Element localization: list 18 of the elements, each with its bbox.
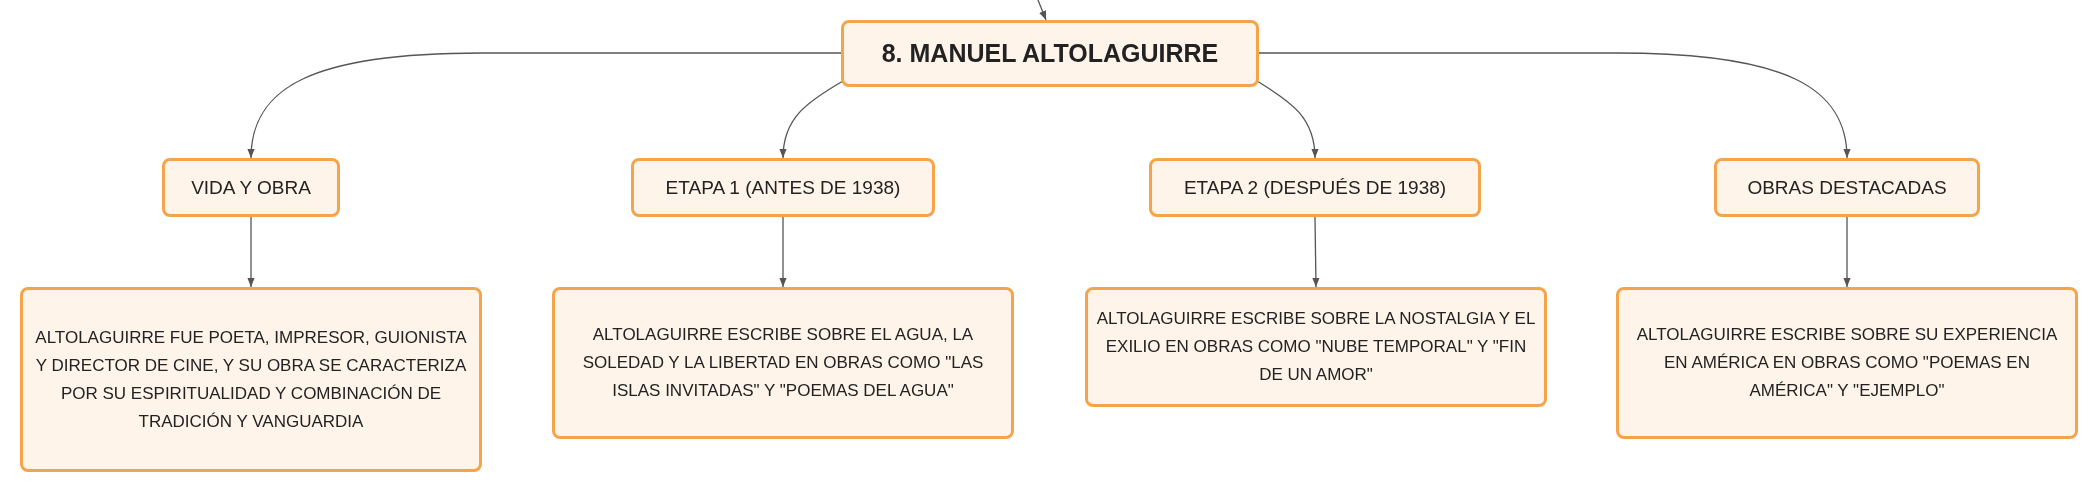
connector-arrow	[1037, 0, 1047, 21]
subtopic-box: OBRAS DESTACADAS	[1714, 158, 1980, 217]
description-box: ALTOLAGUIRRE ESCRIBE SOBRE SU EXPERIENCIA EN AMÉRICA EN OBRAS COMO "POEMAS EN AMÉRICA" Y "EJEMPLO"	[1616, 287, 2078, 439]
subtopic-box: ETAPA 1 (ANTES DE 1938)	[631, 158, 935, 217]
connector-arrow	[1256, 80, 1319, 159]
connector-arrow	[779, 80, 844, 159]
connector-arrow	[247, 216, 255, 288]
connector-arrow	[248, 52, 842, 159]
topic-box: 8. MANUEL ALTOLAGUIRRE	[841, 20, 1259, 87]
connector-arrow	[1258, 52, 1850, 159]
description-box: ALTOLAGUIRRE FUE POETA, IMPRESOR, GUIONISTA Y DIRECTOR DE CINE, Y SU OBRA SE CARACTERIZA POR SU ESPIRITUALIDAD Y COMBINACIÓN DE TRADICIÓN Y VANGUARDIA	[20, 287, 482, 472]
subtopic-box: VIDA Y OBRA	[162, 158, 340, 217]
subtopic-box: ETAPA 2 (DESPUÉS DE 1938)	[1149, 158, 1481, 217]
description-box: ALTOLAGUIRRE ESCRIBE SOBRE LA NOSTALGIA Y EL EXILIO EN OBRAS COMO "NUBE TEMPORAL" Y "FIN DE UN AMOR"	[1085, 287, 1547, 407]
connector-arrow	[1312, 216, 1320, 288]
description-box: ALTOLAGUIRRE ESCRIBE SOBRE EL AGUA, LA SOLEDAD Y LA LIBERTAD EN OBRAS COMO "LAS ISLAS INVITADAS" Y "POEMAS DEL AGUA"	[552, 287, 1014, 439]
connector-arrow	[1843, 216, 1851, 288]
connector-arrow	[779, 216, 787, 288]
